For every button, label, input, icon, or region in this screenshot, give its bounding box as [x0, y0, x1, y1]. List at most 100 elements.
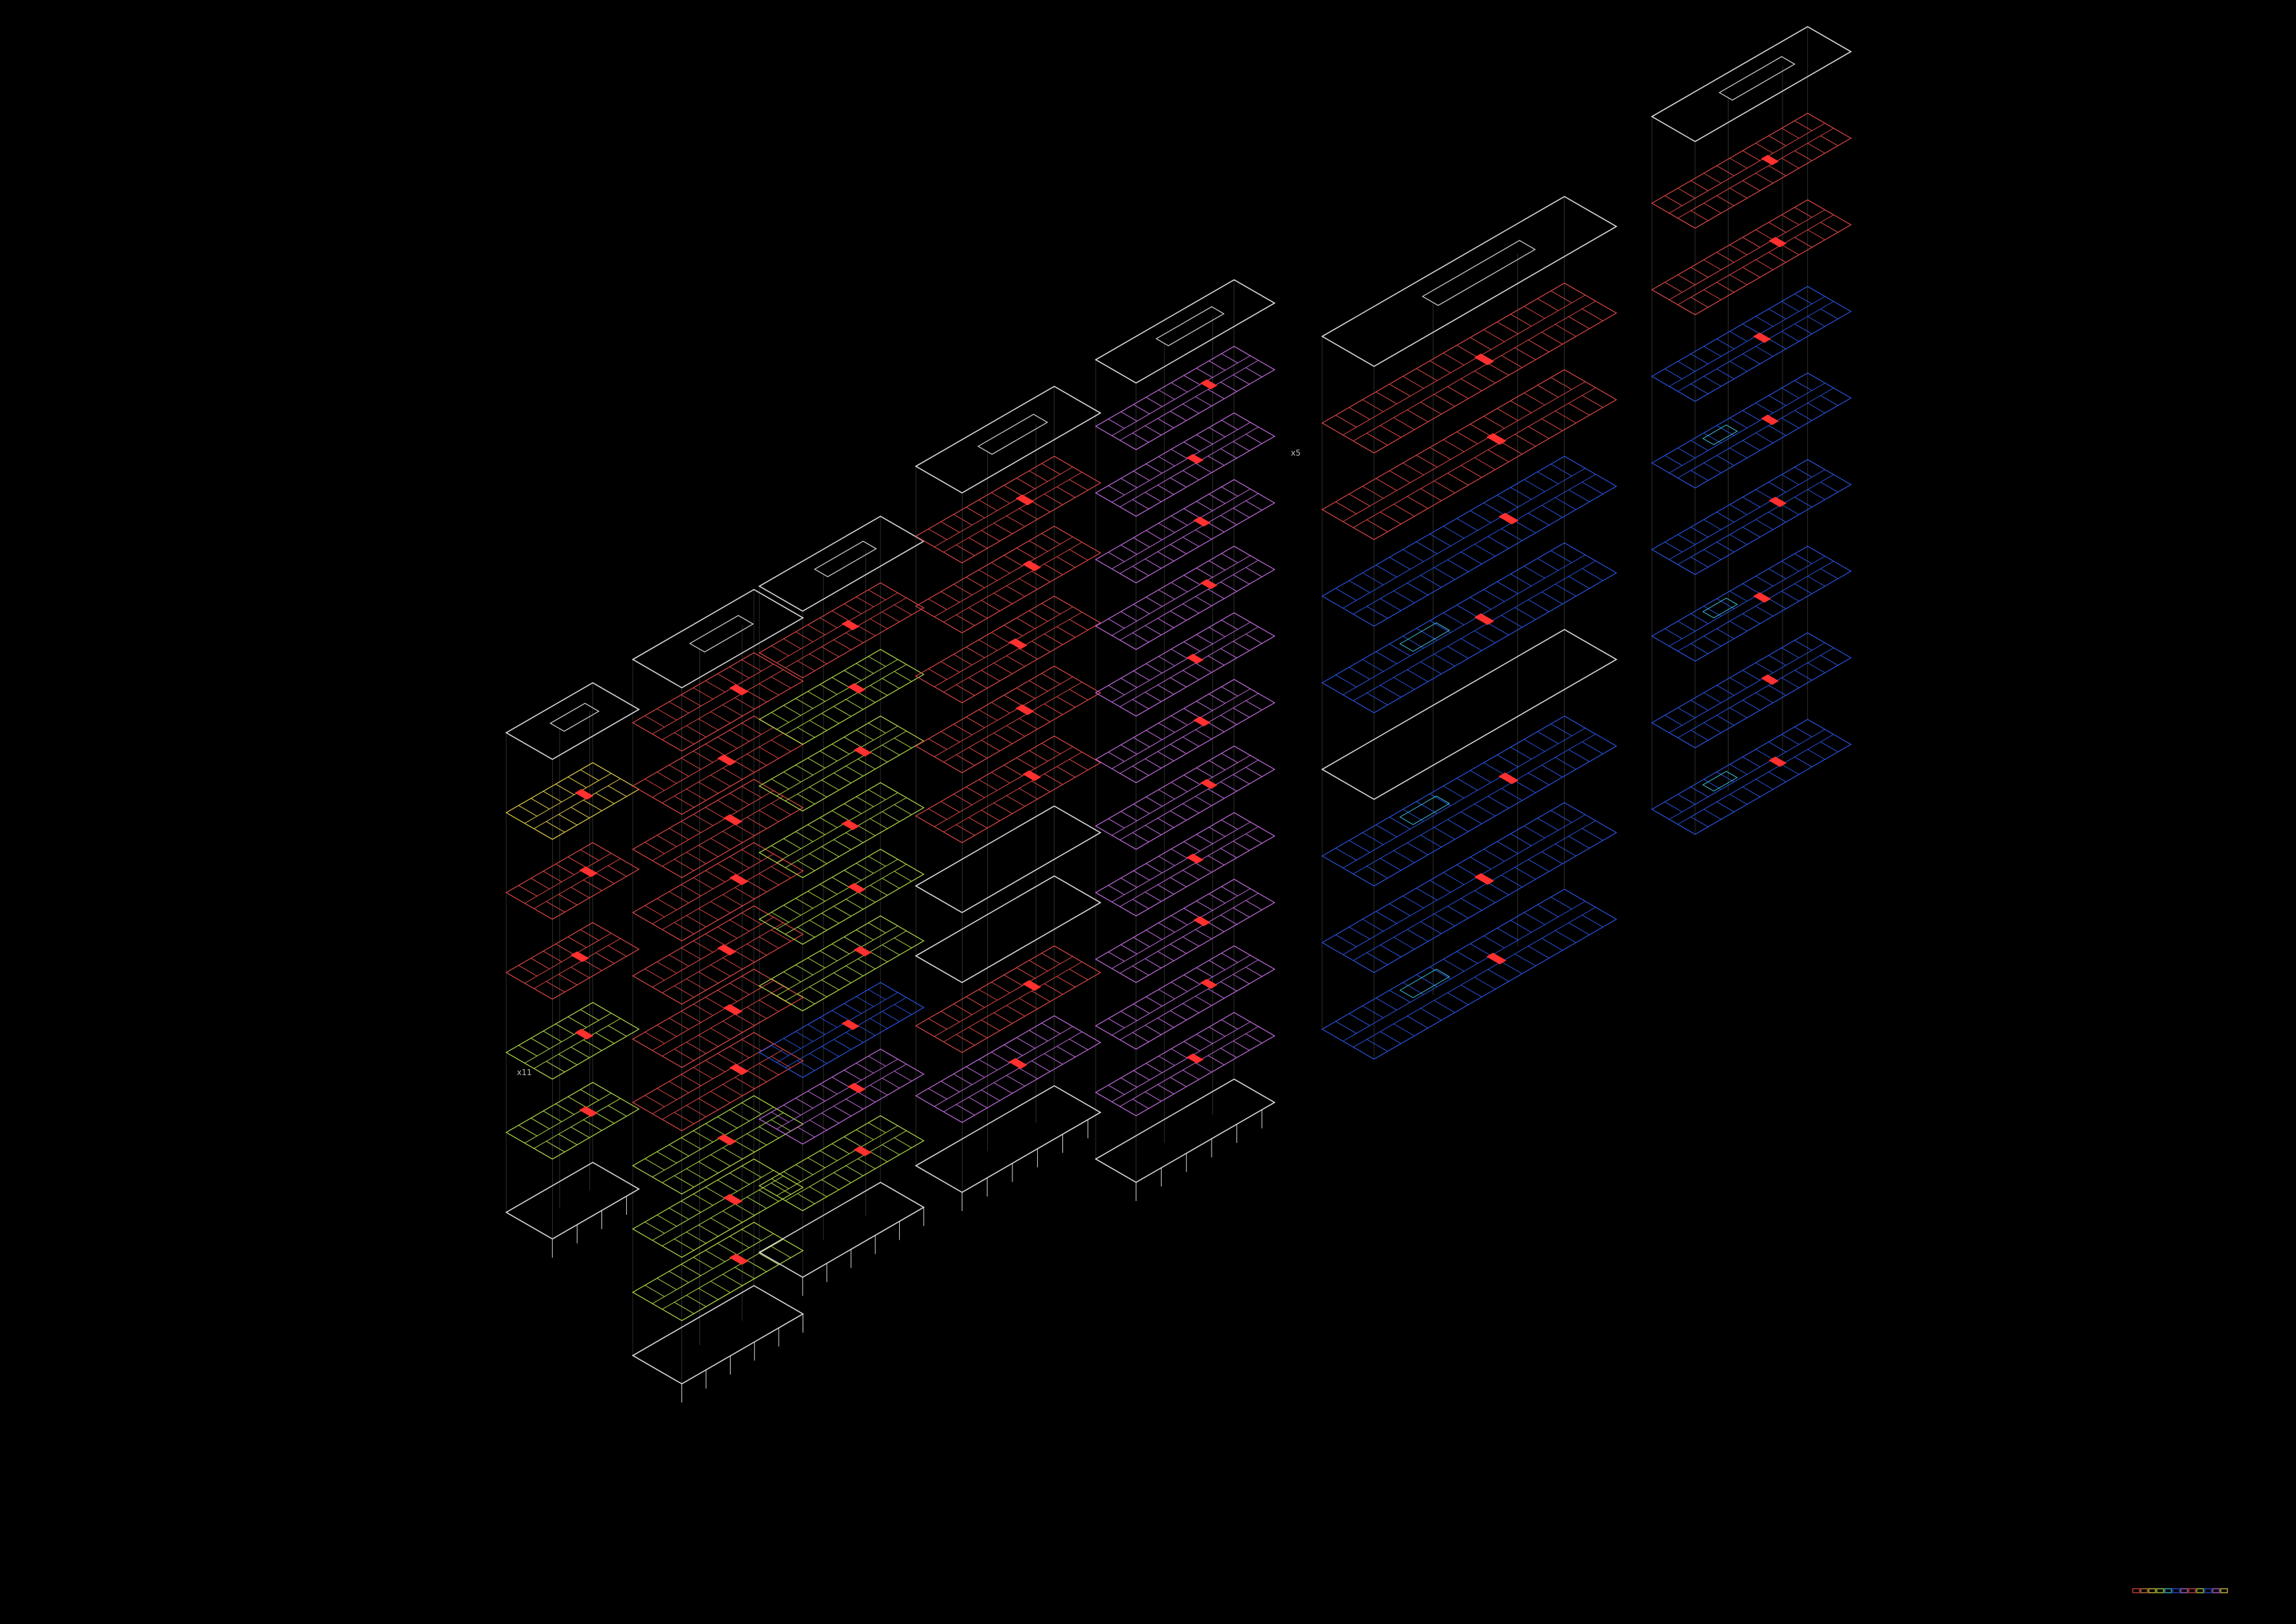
- room-partition: [894, 871, 912, 882]
- plate-outline: [1321, 629, 1618, 800]
- room-partition: [1108, 418, 1125, 429]
- room-partition: [1349, 580, 1370, 594]
- room-partition: [568, 1016, 587, 1028]
- floor-plate-floor: [1094, 546, 1276, 650]
- stair-core: [1022, 980, 1042, 991]
- room-partition: [1551, 810, 1572, 823]
- room-partition: [1195, 663, 1212, 673]
- plate-outline: [1651, 546, 1852, 662]
- plate-outline: [758, 649, 925, 745]
- room-partition: [1443, 959, 1465, 972]
- room-partition: [518, 965, 538, 977]
- corridor-line: [661, 859, 784, 930]
- room-partition: [1794, 206, 1812, 218]
- room-partition: [1456, 344, 1478, 358]
- corridor-line: [785, 931, 907, 1001]
- room-partition: [1220, 515, 1238, 526]
- room-partition: [856, 863, 874, 874]
- room-partition: [819, 1017, 838, 1028]
- room-partition: [1056, 626, 1076, 638]
- room-partition: [1018, 998, 1038, 1009]
- room-partition: [1349, 667, 1370, 680]
- room-partition: [580, 769, 599, 781]
- room-partition: [735, 1267, 755, 1279]
- room-partition: [1221, 553, 1238, 564]
- room-partition: [1768, 135, 1786, 147]
- room-partition: [1794, 236, 1812, 248]
- room-partition: [1474, 890, 1496, 903]
- room-partition: [1407, 496, 1429, 509]
- room-partition: [771, 712, 789, 723]
- room-partition: [710, 1154, 731, 1166]
- room-partition: [1132, 432, 1149, 443]
- plate-outline: [631, 905, 804, 1005]
- corridor-line: [776, 592, 899, 663]
- room-partition: [669, 701, 689, 713]
- stair-core: [1015, 494, 1034, 506]
- room-partition: [1144, 891, 1162, 902]
- stair-core: [1752, 592, 1771, 603]
- room-partition: [1691, 526, 1709, 538]
- room-partition: [759, 873, 779, 885]
- room-partition: [1006, 1005, 1026, 1016]
- room-partition: [717, 673, 737, 685]
- room-partition: [1158, 590, 1175, 600]
- room-partition: [543, 951, 562, 963]
- plate-outline: [631, 779, 804, 879]
- room-partition: [795, 1031, 813, 1042]
- room-partition: [1523, 912, 1545, 925]
- plate-outline: [1651, 632, 1852, 749]
- room-partition: [1781, 647, 1800, 658]
- room-partition: [1220, 915, 1238, 925]
- room-partition: [1195, 796, 1212, 806]
- room-partition: [729, 919, 750, 932]
- room-partition: [644, 1285, 665, 1297]
- floor-plate-floor: [631, 779, 804, 879]
- plate-outline: [1321, 889, 1617, 1060]
- corridor-line: [1111, 755, 1251, 836]
- room-partition: [1420, 835, 1442, 848]
- room-partition: [870, 751, 888, 763]
- room-partition: [1807, 316, 1826, 327]
- room-partition: [1132, 1032, 1149, 1042]
- corridor-line: [661, 986, 784, 1056]
- room-partition: [1429, 360, 1451, 374]
- room-partition: [868, 923, 886, 933]
- room-partition: [1691, 613, 1709, 624]
- floor-plate-floor: [1094, 479, 1276, 584]
- room-partition: [1246, 967, 1262, 977]
- room-partition: [681, 1137, 701, 1150]
- room-partition: [1781, 734, 1800, 745]
- room-partition: [1031, 641, 1050, 653]
- plate-outline: [631, 1222, 804, 1322]
- floor-plate-floor: [505, 762, 640, 840]
- room-partition: [1456, 431, 1478, 444]
- corridor-line: [943, 1031, 1082, 1112]
- room-partition: [1182, 937, 1200, 947]
- room-partition: [1487, 536, 1509, 549]
- room-partition: [956, 614, 975, 626]
- room-partition: [1233, 574, 1250, 585]
- room-partition: [868, 789, 886, 800]
- room-partition: [1366, 519, 1388, 532]
- room-partition: [1208, 827, 1226, 837]
- room-partition: [845, 832, 864, 843]
- room-partition: [1433, 394, 1455, 407]
- room-partition: [1820, 568, 1838, 580]
- room-partition: [1182, 470, 1200, 480]
- floor-plate-floor: [1094, 879, 1276, 983]
- room-partition: [1717, 685, 1734, 696]
- room-partition: [1056, 1046, 1076, 1058]
- room-partition: [1717, 771, 1734, 783]
- room-partition: [845, 632, 864, 643]
- corridor-line: [785, 797, 907, 868]
- color-legend: [2132, 1588, 2228, 1593]
- room-partition: [735, 1140, 755, 1152]
- room-partition: [1208, 855, 1225, 866]
- room-partition: [1729, 274, 1748, 285]
- room-partition: [710, 1281, 731, 1293]
- room-partition: [1483, 329, 1505, 342]
- plate-outline: [1094, 479, 1276, 584]
- room-partition: [1433, 827, 1455, 840]
- room-partition: [722, 704, 743, 717]
